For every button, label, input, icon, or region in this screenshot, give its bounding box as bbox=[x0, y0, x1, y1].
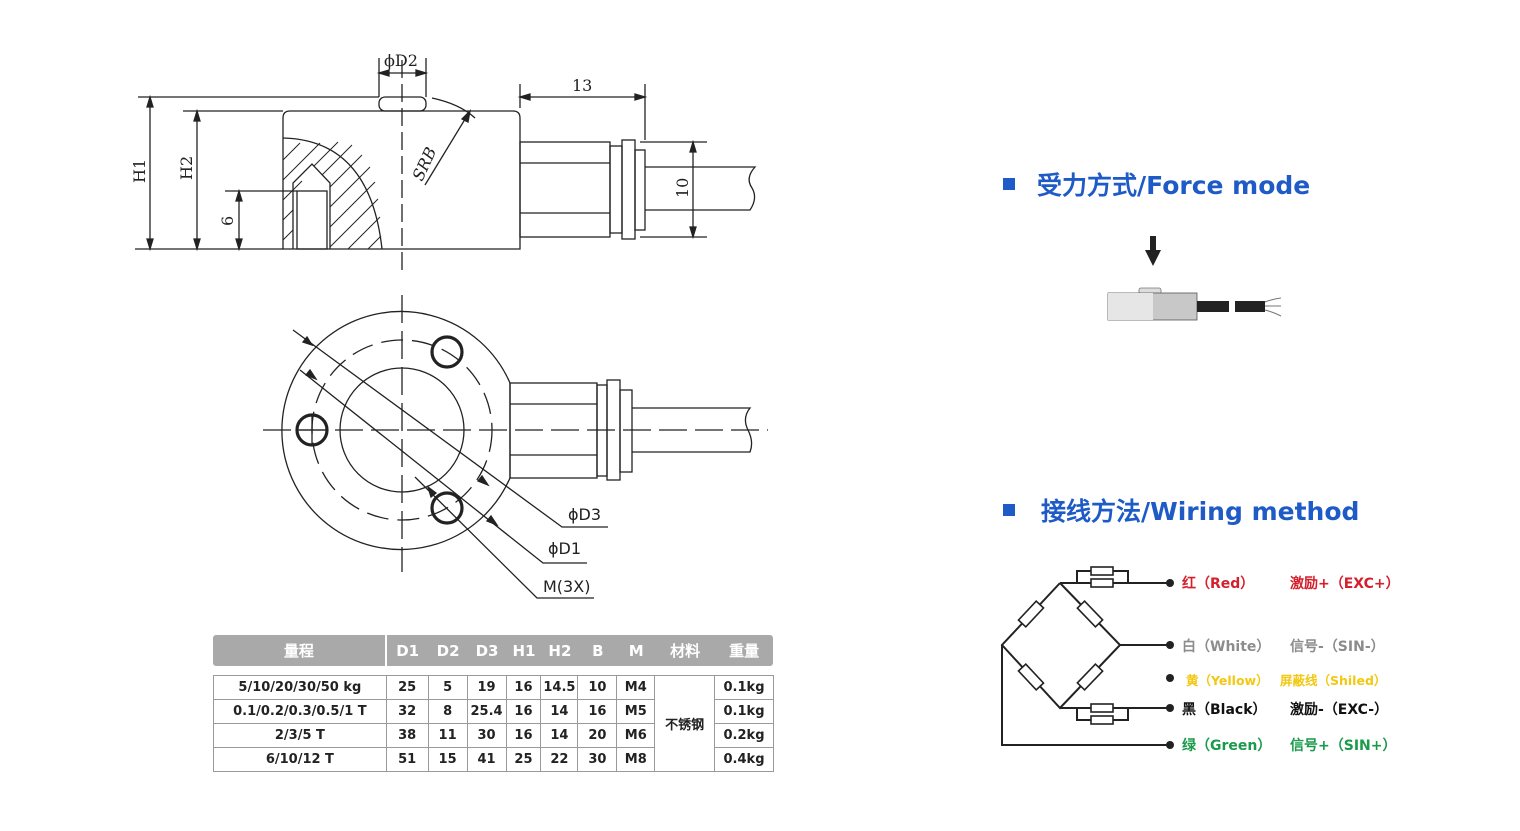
table-row: 0.1/0.2/0.3/0.5/1 T 32 8 25.4 16 14 16 M… bbox=[213, 699, 774, 724]
cell-h2: 22 bbox=[540, 747, 579, 772]
cell-weight: 0.2kg bbox=[714, 723, 774, 748]
side-view: ϕD2 13 H1 H2 6 SRB 10 bbox=[130, 51, 757, 272]
table-row: 5/10/20/30/50 kg 25 5 19 16 14.5 10 M4 不… bbox=[213, 675, 774, 772]
d2-label: ϕD2 bbox=[384, 51, 418, 70]
wire-color-label: 绿（Green） bbox=[1182, 738, 1272, 754]
d1-leader bbox=[299, 369, 587, 564]
body-outline bbox=[282, 110, 521, 250]
header-material: 材料 bbox=[670, 642, 701, 660]
cell-weight: 0.4kg bbox=[714, 747, 774, 772]
wire-color-label: 黄（Yellow） bbox=[1186, 673, 1269, 688]
wire-black: 黑（Black） 激励-（EXC-） bbox=[1182, 699, 1388, 719]
cell-range: 5/10/20/30/50 kg bbox=[213, 675, 387, 700]
cell-m: M5 bbox=[616, 699, 656, 724]
d3-label: ϕD3 bbox=[568, 505, 601, 524]
cell-b: 10 bbox=[577, 675, 618, 700]
force-mode-title-text: 受力方式/Force mode bbox=[1037, 171, 1311, 200]
wire-yellow: 黄（Yellow） 屏蔽线（Shiled） bbox=[1186, 670, 1386, 689]
spec-table-header: 量程 D1 D2 D3 H1 H2 B M 材料 重量 bbox=[213, 635, 773, 666]
force-mode-illustration bbox=[1107, 236, 1282, 321]
wire-color-label: 黑（Black） bbox=[1182, 702, 1267, 718]
cell-h1: 16 bbox=[505, 699, 542, 724]
wiring-bridge-diagram bbox=[1000, 566, 1174, 749]
spec-table: 5/10/20/30/50 kg 25 5 19 16 14.5 10 M4 不… bbox=[213, 675, 774, 772]
header-m: M bbox=[628, 641, 644, 660]
header-b: B bbox=[592, 641, 604, 660]
wiring-title-text: 接线方法/Wiring method bbox=[1041, 497, 1360, 526]
header-d2: D2 bbox=[436, 641, 460, 660]
wire-color-label: 白（White） bbox=[1182, 639, 1271, 655]
d1-label: ϕD1 bbox=[548, 539, 581, 558]
cell-material: 不锈钢 bbox=[654, 675, 716, 772]
top-view: ϕD3 ϕD1 M(3X) bbox=[263, 295, 768, 599]
cell-range: 6/10/12 T bbox=[213, 747, 387, 772]
cell-h1: 16 bbox=[505, 723, 542, 748]
cell-b: 20 bbox=[577, 723, 618, 748]
srb-label: SRB bbox=[408, 144, 440, 184]
cell-d3: 41 bbox=[466, 747, 507, 772]
cell-h2: 14 bbox=[540, 723, 579, 748]
header-weight: 重量 bbox=[729, 642, 760, 660]
square-bullet-icon bbox=[1003, 178, 1015, 190]
cell-weight: 0.1kg bbox=[714, 675, 774, 700]
m-label: M(3X) bbox=[543, 577, 590, 596]
section-hatch bbox=[282, 141, 382, 250]
header-d1: D1 bbox=[396, 641, 420, 660]
cable bbox=[632, 407, 753, 453]
header-range: 量程 bbox=[213, 635, 387, 666]
dim-6-label: 6 bbox=[218, 216, 237, 226]
section-outline bbox=[282, 137, 383, 250]
cell-d2: 8 bbox=[427, 699, 468, 724]
cell-d3: 30 bbox=[466, 723, 507, 748]
header-h1: H1 bbox=[512, 641, 536, 660]
table-row: 6/10/12 T 51 15 41 25 22 30 M8 0.4kg bbox=[213, 747, 774, 772]
cable bbox=[645, 166, 757, 211]
cell-b: 16 bbox=[577, 699, 618, 724]
cell-d2: 15 bbox=[427, 747, 468, 772]
cell-d2: 5 bbox=[427, 675, 468, 700]
header-h2: H2 bbox=[548, 641, 572, 660]
cell-m: M8 bbox=[616, 747, 656, 772]
square-bullet-icon bbox=[1003, 504, 1015, 516]
wiring-title: 接线方法/Wiring method bbox=[1003, 492, 1359, 528]
wire-signal-label: 信号+（SIN+） bbox=[1290, 738, 1397, 754]
down-arrow-icon bbox=[1145, 236, 1161, 266]
force-mode-title: 受力方式/Force mode bbox=[1003, 166, 1310, 202]
dim-13-label: 13 bbox=[572, 76, 592, 95]
wire-color-label: 红（Red） bbox=[1182, 576, 1255, 592]
cell-h2: 14.5 bbox=[540, 675, 579, 700]
wire-signal-label: 屏蔽线（Shiled） bbox=[1280, 673, 1387, 688]
cell-h2: 14 bbox=[540, 699, 579, 724]
cell-weight: 0.1kg bbox=[714, 699, 774, 724]
cell-m: M4 bbox=[616, 675, 656, 700]
wire-signal-label: 激励-（EXC-） bbox=[1290, 702, 1389, 718]
cell-h1: 16 bbox=[505, 675, 542, 700]
cell-h1: 25 bbox=[505, 747, 542, 772]
cell-m: M6 bbox=[616, 723, 656, 748]
wire-signal-label: 信号-（SIN-） bbox=[1290, 639, 1385, 655]
cell-d1: 38 bbox=[385, 723, 429, 748]
wire-white: 白（White） 信号-（SIN-） bbox=[1182, 636, 1385, 656]
d3-leader bbox=[292, 329, 608, 528]
wire-signal-label: 激励+（EXC+） bbox=[1290, 576, 1400, 592]
header-d3: D3 bbox=[475, 641, 499, 660]
dim-10-label: 10 bbox=[673, 178, 692, 198]
wire-red: 红（Red） 激励+（EXC+） bbox=[1182, 573, 1400, 593]
cell-d1: 25 bbox=[385, 675, 429, 700]
wire-green: 绿（Green） 信号+（SIN+） bbox=[1182, 735, 1396, 755]
h2-label: H2 bbox=[177, 156, 196, 180]
cell-d1: 32 bbox=[385, 699, 429, 724]
cell-d3: 25.4 bbox=[466, 699, 507, 724]
cell-range: 2/3/5 T bbox=[213, 723, 387, 748]
cell-d1: 51 bbox=[385, 747, 429, 772]
m-leader bbox=[414, 476, 594, 599]
h1-label: H1 bbox=[130, 159, 149, 183]
cell-d2: 11 bbox=[427, 723, 468, 748]
wire-terminals bbox=[1166, 579, 1174, 749]
cell-range: 0.1/0.2/0.3/0.5/1 T bbox=[213, 699, 387, 724]
cell-b: 30 bbox=[577, 747, 618, 772]
cell-d3: 19 bbox=[466, 675, 507, 700]
